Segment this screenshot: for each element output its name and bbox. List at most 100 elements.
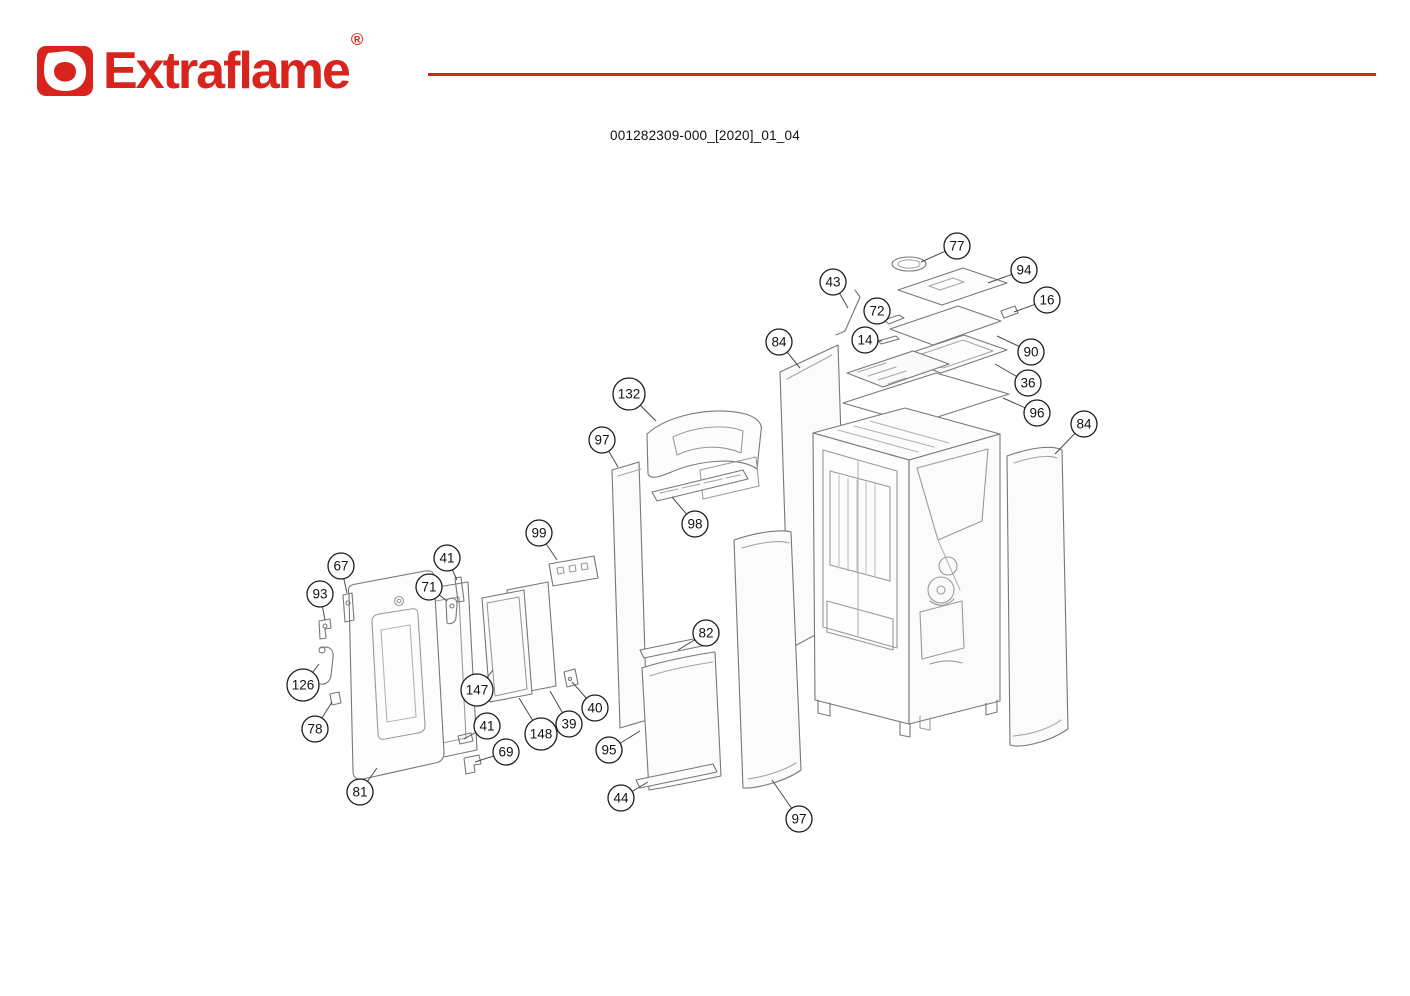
callout-84: 84	[1070, 410, 1098, 438]
extraflame-logo-icon	[36, 44, 94, 98]
brand-name: Extraflame®	[103, 30, 363, 100]
callout-41: 41	[473, 712, 501, 740]
callout-balloon	[607, 784, 635, 812]
callout-label: 147	[466, 683, 489, 698]
callout-126: 126	[286, 668, 320, 702]
callout-label: 43	[825, 275, 840, 290]
callout-balloon	[1070, 410, 1098, 438]
callout-balloon	[692, 619, 720, 647]
callout-82: 82	[692, 619, 720, 647]
callout-label: 148	[530, 727, 553, 742]
callout-label: 77	[949, 239, 964, 254]
callout-40: 40	[581, 694, 609, 722]
callout-label: 36	[1020, 376, 1035, 391]
callout-14: 14	[851, 326, 879, 354]
callout-39: 39	[555, 710, 583, 738]
callout-balloon	[346, 778, 374, 806]
callout-43: 43	[819, 268, 847, 296]
callout-balloon	[1010, 256, 1038, 284]
callout-label: 41	[439, 551, 454, 566]
callout-balloon	[612, 377, 646, 411]
callout-label: 40	[587, 701, 602, 716]
callout-balloon	[1017, 338, 1045, 366]
callout-41: 41	[433, 544, 461, 572]
callout-label: 69	[498, 745, 513, 760]
callout-balloon	[286, 668, 320, 702]
header-rule	[428, 73, 1376, 76]
callout-67: 67	[327, 552, 355, 580]
callout-label: 44	[613, 791, 629, 806]
extraflame-logo: Extraflame®	[36, 30, 363, 100]
callout-balloon	[851, 326, 879, 354]
callout-71: 71	[415, 573, 443, 601]
diagram-art	[318, 256, 1069, 791]
callout-balloon	[785, 805, 813, 833]
callout-label: 39	[561, 717, 576, 732]
callout-label: 67	[333, 559, 348, 574]
callout-label: 82	[698, 626, 713, 641]
callout-36: 36	[1014, 369, 1042, 397]
callout-label: 71	[421, 580, 436, 595]
callout-148: 148	[524, 717, 558, 751]
callout-balloon	[327, 552, 355, 580]
callout-label: 97	[594, 433, 609, 448]
callout-balloon	[581, 694, 609, 722]
callout-94: 94	[1010, 256, 1038, 284]
callout-balloon	[492, 738, 520, 766]
callout-balloon	[681, 510, 709, 538]
callout-balloon	[588, 426, 616, 454]
callout-90: 90	[1017, 338, 1045, 366]
callout-97: 97	[588, 426, 616, 454]
callout-label: 98	[687, 517, 702, 532]
callout-16: 16	[1033, 286, 1061, 314]
callout-label: 132	[618, 387, 641, 402]
callout-label: 84	[1076, 417, 1092, 432]
callout-balloon	[1033, 286, 1061, 314]
callout-label: 16	[1039, 293, 1054, 308]
callout-balloon	[555, 710, 583, 738]
callout-132: 132	[612, 377, 646, 411]
callout-balloon	[524, 717, 558, 751]
callout-78: 78	[301, 715, 329, 743]
callout-99: 99	[525, 519, 553, 547]
callout-balloon	[1014, 369, 1042, 397]
callout-label: 95	[601, 743, 616, 758]
callout-label: 81	[352, 785, 367, 800]
callout-72: 72	[863, 297, 891, 325]
callout-147: 147	[460, 673, 494, 707]
callout-label: 14	[857, 333, 873, 348]
callout-balloon	[595, 736, 623, 764]
document-code: 001282309-000_[2020]_01_04	[610, 128, 800, 143]
callout-label: 94	[1016, 263, 1032, 278]
callout-label: 126	[292, 678, 315, 693]
callout-balloon	[473, 712, 501, 740]
callout-label: 93	[312, 587, 327, 602]
callouts-layer: 77 94 43 72 16 14 84 90 36 96 132 84 97 98 99 41 67 71 93 1…	[286, 232, 1098, 833]
callout-98: 98	[681, 510, 709, 538]
callout-77: 77	[943, 232, 971, 260]
callout-label: 41	[479, 719, 494, 734]
callout-balloon	[943, 232, 971, 260]
callout-97: 97	[785, 805, 813, 833]
callout-95: 95	[595, 736, 623, 764]
callout-label: 78	[307, 722, 322, 737]
registered-mark: ®	[350, 30, 363, 49]
callout-balloon	[1023, 399, 1051, 427]
callout-balloon	[525, 519, 553, 547]
callout-label: 90	[1023, 345, 1038, 360]
callout-84: 84	[765, 328, 793, 356]
callout-label: 99	[531, 526, 546, 541]
callout-44: 44	[607, 784, 635, 812]
callout-balloon	[819, 268, 847, 296]
callout-label: 84	[771, 335, 787, 350]
callout-label: 97	[791, 812, 806, 827]
callout-balloon	[765, 328, 793, 356]
callout-69: 69	[492, 738, 520, 766]
callout-balloon	[433, 544, 461, 572]
callout-balloon	[863, 297, 891, 325]
callout-96: 96	[1023, 399, 1051, 427]
callout-balloon	[306, 580, 334, 608]
callout-label: 72	[869, 304, 884, 319]
